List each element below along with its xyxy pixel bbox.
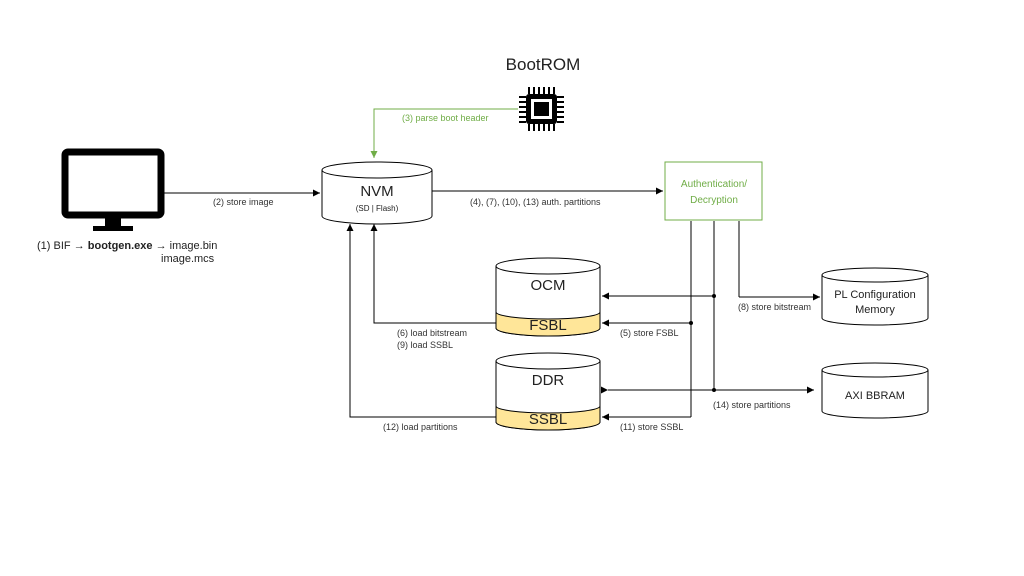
- ocm-cylinder: [495, 257, 601, 337]
- bif-label: (1) BIF: [37, 240, 71, 252]
- bootgen-command-label: (1) BIF → bootgen.exe → image.bin: [37, 240, 217, 252]
- ddr-axi-junction: [712, 388, 716, 392]
- nvm-cylinder: [321, 161, 433, 225]
- fsbl-band: [495, 311, 601, 337]
- ocm-bus-junction: [712, 294, 716, 298]
- chip-icon: [519, 87, 564, 131]
- auth-label-line2: Decryption: [690, 195, 738, 206]
- load-ssbl-label: (9) load SSBL: [397, 340, 453, 350]
- ddr-cylinder: [495, 352, 601, 431]
- load-bitstream-label: (6) load bitstream: [397, 328, 467, 338]
- nvm-title: NVM: [360, 183, 393, 200]
- load-bitstream-arrow: [370, 224, 496, 324]
- image-mcs-label: image.mcs: [161, 253, 215, 265]
- store-partitions-label: (14) store partitions: [713, 400, 791, 410]
- ssbl-label: SSBL: [529, 411, 567, 428]
- axi-bbram-label: AXI BBRAM: [845, 390, 905, 402]
- pl-config-line2: Memory: [855, 304, 895, 316]
- load-partitions-arrow: [346, 224, 496, 418]
- store-fsbl-label: (5) store FSBL: [620, 328, 679, 338]
- arrow-glyph-2: →: [156, 240, 170, 252]
- store-fsbl-junction: [689, 321, 693, 325]
- ocm-title: OCM: [531, 277, 566, 294]
- parse-header-label: (3) parse boot header: [402, 113, 489, 123]
- nvm-subtitle: (SD | Flash): [356, 204, 399, 213]
- ssbl-band: [495, 405, 601, 431]
- load-partitions-label: (12) load partitions: [383, 422, 458, 432]
- store-bitstream-label: (8) store bitstream: [738, 302, 811, 312]
- auth-decryption-box: [664, 161, 763, 221]
- bootgen-tool-label: bootgen.exe: [88, 240, 153, 252]
- axi-bbram-cylinder: [821, 362, 929, 419]
- fsbl-label: FSBL: [529, 317, 567, 334]
- auth-label-line1: Authentication/: [681, 179, 747, 190]
- arrow-glyph-1: →: [74, 240, 88, 252]
- pl-config-line1: PL Configuration: [834, 289, 916, 301]
- pl-config-cylinder: [821, 267, 929, 326]
- image-bin-label: image.bin: [170, 240, 218, 252]
- bootrom-title: BootROM: [506, 55, 581, 74]
- parse-header-arrow: [370, 108, 518, 158]
- store-ssbl-label: (11) store SSBL: [620, 422, 683, 432]
- monitor-icon: [61, 148, 165, 231]
- ddr-title: DDR: [532, 372, 565, 389]
- store-image-label: (2) store image: [213, 197, 274, 207]
- auth-partitions-label: (4), (7), (10), (13) auth. partitions: [470, 197, 601, 207]
